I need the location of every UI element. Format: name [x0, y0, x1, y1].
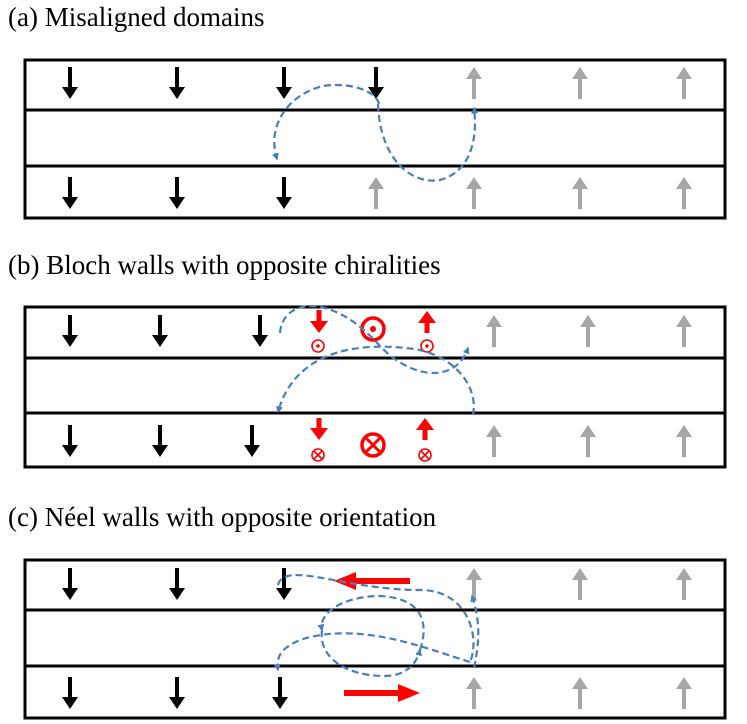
arrow-up-icon [466, 177, 482, 209]
arrow-down-icon [244, 425, 260, 457]
panel-c-flux-line-outer-lower [273, 632, 471, 672]
arrow-down-icon [276, 568, 292, 600]
cross-circle-icon [418, 448, 432, 462]
dot-circle-icon [420, 339, 434, 353]
panel-b-flux-line-lower [276, 345, 475, 416]
arrow-down-icon [368, 67, 384, 99]
caption-c: (c) Néel walls with opposite orientation [8, 502, 437, 532]
arrow-down-icon [62, 425, 78, 457]
panel-a [23, 58, 727, 220]
arrow-up-icon [572, 677, 588, 709]
dot-circle-icon [360, 316, 386, 342]
panel-b [23, 305, 727, 469]
arrow-down-icon [252, 315, 268, 347]
arrow-up-icon [466, 568, 482, 600]
dot-circle-icon [311, 339, 325, 353]
arrow-up-icon [572, 67, 588, 99]
arrow-up-icon [486, 315, 502, 347]
arrow-up-icon [580, 315, 596, 347]
arrow-down-icon [62, 677, 78, 709]
panel-c-frame [23, 558, 727, 720]
panel-a-top-layer-spins [62, 67, 692, 99]
cross-circle-icon [311, 448, 325, 462]
arrow-down-icon [310, 418, 328, 440]
cross-circle-icon [360, 432, 386, 458]
caption-a: (a) Misaligned domains [8, 2, 265, 32]
panel-c-flux-line-right [470, 594, 480, 669]
arrow-down-icon [62, 568, 78, 600]
arrow-down-icon [276, 67, 292, 99]
panel-c-flux-line-inner-lower [320, 629, 423, 678]
arrow-up-icon [418, 311, 436, 333]
arrow-up-icon [572, 568, 588, 600]
panel-b-frame [23, 305, 727, 469]
arrow-up-icon [416, 418, 434, 440]
panel-b-bottom-wall-moments [310, 418, 434, 462]
arrow-down-icon [276, 177, 292, 209]
arrow-down-icon [169, 568, 185, 600]
arrow-up-icon [676, 425, 692, 457]
arrow-up-icon [676, 67, 692, 99]
panel-c-top-layer-spins [62, 568, 692, 600]
arrow-up-icon [368, 177, 384, 209]
panel-b-bottom-layer-spins [62, 425, 692, 457]
caption-b: (b) Bloch walls with opposite chiralitie… [8, 250, 441, 280]
arrow-up-icon [676, 315, 692, 347]
arrow-down-icon [152, 315, 168, 347]
arrow-up-icon [486, 425, 502, 457]
panel-c-bottom-layer-spins [62, 677, 692, 709]
panel-c-flux-line-outer-upper [276, 573, 475, 663]
panel-a-bottom-layer-spins [62, 177, 692, 209]
panel-a-flux-line-right [376, 103, 479, 182]
panel-a-frame [23, 58, 727, 220]
panel-b-top-wall-moments [310, 310, 436, 353]
arrow-down-icon [169, 177, 185, 209]
arrow-up-icon [676, 568, 692, 600]
arrow-down-icon [272, 677, 288, 709]
arrow-down-icon [169, 677, 185, 709]
arrow-up-icon [466, 67, 482, 99]
panel-c [23, 558, 727, 720]
arrow-up-icon [466, 677, 482, 709]
arrow-up-icon [580, 425, 596, 457]
panel-b-top-layer-spins [62, 315, 692, 347]
arrow-up-icon [572, 177, 588, 209]
arrow-down-icon [152, 425, 168, 457]
arrow-right-icon [344, 684, 420, 702]
arrow-down-icon [310, 310, 328, 333]
arrow-down-icon [62, 67, 78, 99]
arrow-down-icon [169, 67, 185, 99]
arrow-down-icon [62, 315, 78, 347]
arrow-up-icon [676, 677, 692, 709]
panel-c-flux-loop-inner [317, 594, 425, 651]
panel-a-flux-line-left [271, 83, 381, 161]
arrow-up-icon [676, 177, 692, 209]
arrow-down-icon [62, 177, 78, 209]
